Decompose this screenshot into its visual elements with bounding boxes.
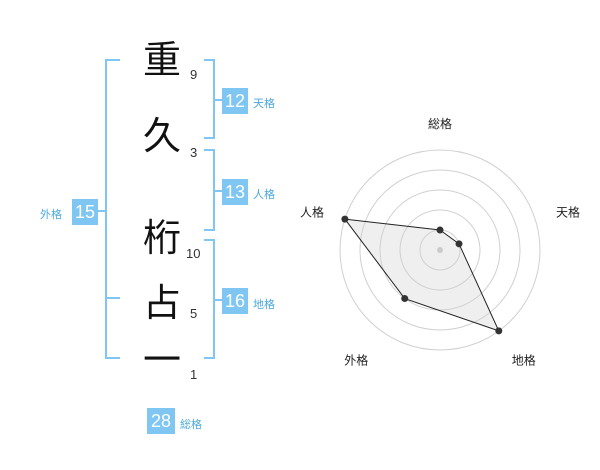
radar-ring-4: [359, 169, 521, 331]
stroke-count-4: 5: [190, 306, 198, 321]
radar-axis-label-1: 総格: [428, 116, 452, 131]
chikaku-value: 16: [222, 288, 248, 314]
radar-axis-label-3: 地格: [512, 353, 536, 368]
stroke-count-2: 3: [190, 145, 198, 160]
radar-axis-label-2: 天格: [556, 204, 580, 219]
kanji-1: 重: [142, 38, 181, 82]
radar-center-dot: [437, 247, 443, 253]
kanji-2: 久: [142, 114, 181, 158]
radar-polygon: [343, 218, 500, 332]
radar-axis-label-5: 人格: [300, 204, 324, 219]
soukaku-value: 28: [147, 408, 175, 434]
soukaku-label: 総格: [180, 418, 202, 431]
chikaku-label: 地格: [253, 298, 275, 311]
gaikaku-value: 15: [72, 199, 98, 225]
radar-point-2: [455, 240, 463, 248]
stroke-count-5: 1: [190, 367, 198, 382]
gaikaku-label: 外格: [40, 208, 62, 221]
kanji-3: 桁: [142, 216, 181, 260]
jinkaku-value: 13: [222, 179, 248, 205]
radar-axis-label-4: 外格: [344, 353, 368, 368]
gaikaku-bracket: [105, 59, 120, 359]
stroke-count-1: 9: [190, 67, 198, 82]
radar-point-3: [495, 327, 503, 335]
jinkaku-label: 人格: [253, 188, 275, 201]
radar-ring-5: [339, 149, 541, 351]
kanji-5: 一: [142, 338, 181, 382]
radar-point-4: [401, 295, 409, 303]
radar-ring-3: [379, 189, 501, 311]
radar-point-5: [341, 215, 349, 223]
radar-ring-2: [399, 209, 481, 291]
kanji-4: 占: [142, 281, 181, 325]
stroke-count-3: 10: [186, 246, 201, 261]
tenkaku-label: 天格: [253, 97, 275, 110]
tenkaku-value: 12: [222, 88, 248, 114]
radar-point-1: [436, 226, 444, 234]
